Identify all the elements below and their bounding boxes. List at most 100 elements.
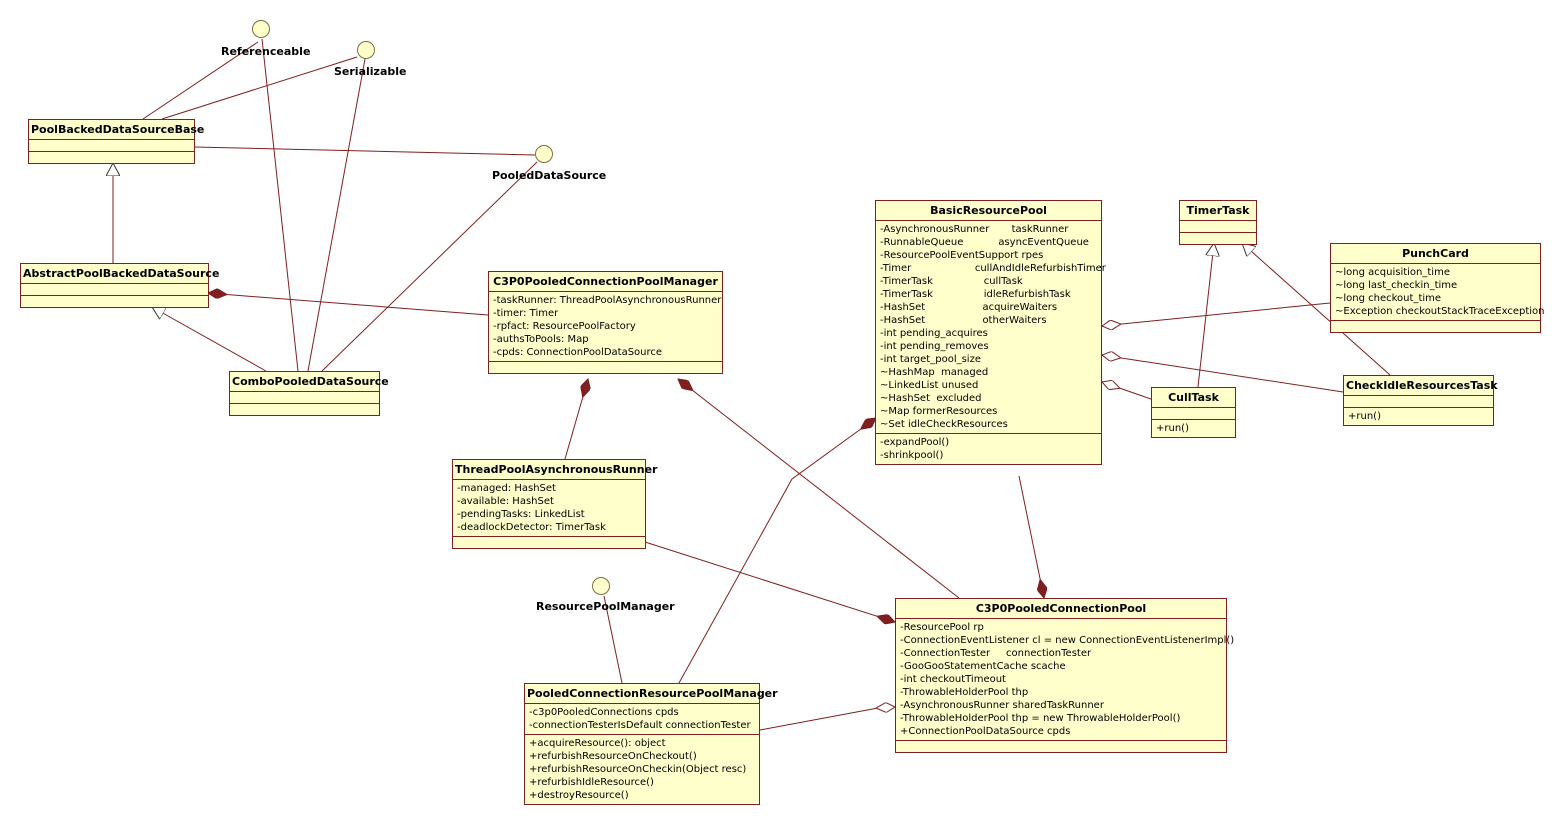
attributes-compartment: -managed: HashSet -available: HashSet -p… (453, 480, 645, 537)
serializable-interface-icon (357, 41, 375, 59)
operation: +run() (1156, 423, 1189, 434)
attribute: ~long last_checkin_time (1335, 280, 1458, 291)
class-name: AbstractPoolBackedDataSource (21, 264, 219, 284)
class-name: CheckIdleResourcesTask (1344, 376, 1498, 396)
attribute: -GooGooStatementCache scache (900, 661, 1066, 672)
edge-culltask-timertask (1197, 243, 1214, 388)
edge-c3p0pool-c3p0mgr (678, 379, 960, 599)
attribute: -available: HashSet (457, 496, 554, 507)
attribute: -deadlockDetector: TimerTask (457, 522, 606, 533)
operations-compartment (29, 152, 194, 163)
edge-punchcard-brp (1102, 302, 1331, 326)
referenceable-label: Referenceable (221, 45, 311, 58)
class-c3p0-pooled-connection-pool-manager[interactable]: C3P0PooledConnectionPoolManager -taskRun… (488, 271, 723, 374)
attributes-compartment: -AsynchronousRunner taskRunner -Runnable… (876, 221, 1106, 434)
edge-pbdsb-serializable (161, 56, 358, 120)
attribute: -AsynchronousRunner taskRunner (880, 224, 1069, 235)
attributes-compartment: -c3p0PooledConnections cpds -connectionT… (525, 704, 759, 735)
edge-cpds-referenceable (261, 38, 299, 372)
attribute: ~LinkedList unused (880, 380, 979, 391)
attribute: -TimerTask cullTask (880, 276, 1023, 287)
class-punch-card[interactable]: PunchCard ~long acquisition_time ~long l… (1330, 243, 1545, 333)
operations-compartment (489, 362, 722, 373)
resourcepoolmanager-interface-icon (592, 577, 610, 595)
class-name: ThreadPoolAsynchronousRunner (453, 460, 657, 480)
operation: +refurbishResourceOnCheckout() (529, 751, 697, 762)
class-basic-resource-pool[interactable]: BasicResourcePool -AsynchronousRunner ta… (875, 200, 1106, 465)
class-combo-pooled-data-source[interactable]: ComboPooledDataSource (229, 371, 389, 416)
class-name: PooledConnectionResourcePoolManager (525, 684, 778, 704)
attributes-compartment: -taskRunner: ThreadPoolAsynchronousRunne… (489, 292, 722, 362)
attribute: -pendingTasks: LinkedList (457, 509, 585, 520)
attribute: -taskRunner: ThreadPoolAsynchronousRunne… (493, 295, 722, 306)
edge-tpar-c3p0pool (644, 541, 895, 622)
attributes-compartment (230, 392, 379, 404)
class-name: BasicResourcePool (876, 201, 1101, 221)
attribute: -timer: Timer (493, 308, 559, 319)
attribute: ~Map formerResources (880, 406, 998, 417)
class-cull-task[interactable]: CullTask +run() (1151, 387, 1236, 438)
operation: +acquireResource(): object (529, 738, 666, 749)
edge-pcrpm-brp (678, 418, 876, 684)
attribute: ~HashMap managed (880, 367, 989, 378)
attribute: -ConnectionTester connectionTester (900, 648, 1092, 659)
attribute: -AsynchronousRunner sharedTaskRunner (900, 700, 1104, 711)
operations-compartment: +run() (1152, 420, 1235, 437)
class-name: C3P0PooledConnectionPoolManager (489, 272, 722, 292)
attribute: -c3p0PooledConnections cpds (529, 707, 679, 718)
serializable-label: Serializable (334, 65, 407, 78)
edge-cpds-apbds (152, 307, 267, 372)
attribute: -cpds: ConnectionPoolDataSource (493, 347, 663, 358)
attribute: -rpfact: ResourcePoolFactory (493, 321, 636, 332)
edge-brp-c3p0pool (1018, 475, 1044, 598)
operation: +run() (1348, 411, 1381, 422)
class-name: PunchCard (1331, 244, 1540, 264)
attributes-compartment (1152, 408, 1235, 420)
resourcepoolmanager-label: ResourcePoolManager (536, 600, 675, 613)
operations-compartment (1180, 233, 1256, 244)
attribute: -ResourcePool rp (900, 622, 984, 633)
attribute: ~long checkout_time (1335, 293, 1442, 304)
attribute: ~Exception checkoutStackTraceException (1335, 306, 1545, 317)
class-abstract-pool-backed-data-source[interactable]: AbstractPoolBackedDataSource (20, 263, 219, 308)
operation: +refurbishIdleResource() (529, 777, 654, 788)
attribute: -int target_pool_size (880, 354, 981, 365)
attribute: -authsToPools: Map (493, 334, 589, 345)
class-pooled-connection-resource-pool-manager[interactable]: PooledConnectionResourcePoolManager -c3p… (524, 683, 778, 805)
edge-pcrpm-c3p0pool (759, 707, 895, 731)
pooleddatasource-interface-icon (535, 145, 553, 163)
class-pool-backed-data-source-base[interactable]: PoolBackedDataSourceBase (28, 119, 204, 164)
operations-compartment (453, 537, 645, 548)
class-thread-pool-asynchronous-runner[interactable]: ThreadPoolAsynchronousRunner -managed: H… (452, 459, 657, 549)
attributes-compartment (1180, 221, 1256, 233)
operations-compartment (1331, 321, 1540, 332)
operation: +destroyResource() (529, 790, 629, 801)
attribute: ~long acquisition_time (1335, 267, 1450, 278)
attribute: ~Set idleCheckResources (880, 419, 1008, 430)
attribute: +ConnectionPoolDataSource cpds (900, 726, 1071, 737)
attributes-compartment (21, 284, 208, 296)
class-timer-task[interactable]: TimerTask (1179, 200, 1257, 245)
referenceable-interface-icon (252, 20, 270, 38)
edge-cpds-pooleddatasource (321, 161, 538, 372)
attribute: ~HashSet excluded (880, 393, 982, 404)
class-c3p0-pooled-connection-pool[interactable]: C3P0PooledConnectionPool -ResourcePool r… (895, 598, 1235, 753)
attribute: -int checkoutTimeout (900, 674, 1006, 685)
attribute: -RunnableQueue asyncEventQueue (880, 237, 1089, 248)
class-name: PoolBackedDataSourceBase (29, 120, 204, 140)
class-check-idle-resources-task[interactable]: CheckIdleResourcesTask +run() (1343, 375, 1498, 426)
attribute: -managed: HashSet (457, 483, 556, 494)
attribute: -int pending_acquires (880, 328, 988, 339)
attribute: -HashSet acquireWaiters (880, 302, 1058, 313)
class-name: ComboPooledDataSource (230, 372, 389, 392)
attributes-compartment (1344, 396, 1493, 408)
attributes-compartment: -ResourcePool rp -ConnectionEventListene… (896, 619, 1235, 741)
operations-compartment: -expandPool() -shrinkpool() (876, 434, 1101, 464)
attribute: -ThrowableHolderPool thp = new Throwable… (900, 713, 1181, 724)
edge-c3p0mgr-apbds (208, 293, 489, 316)
attribute: -ThrowableHolderPool thp (900, 687, 1029, 698)
pooleddatasource-label: PooledDataSource (492, 169, 607, 182)
attribute: -ConnectionEventListener cl = new Connec… (900, 635, 1235, 646)
operations-compartment (896, 741, 1226, 752)
